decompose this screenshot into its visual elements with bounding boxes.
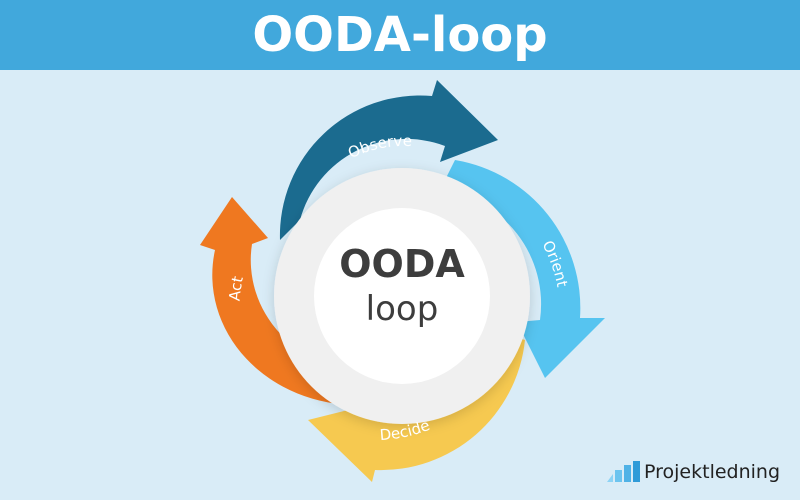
decide-arrow [308, 330, 525, 482]
act-arrow [200, 197, 370, 406]
act-label: Act [226, 275, 247, 302]
orient-arrow [440, 160, 605, 378]
header-bar: OODA-loop [0, 0, 800, 70]
bar-chart-icon [607, 461, 640, 482]
observe-arrow [279, 80, 498, 240]
center-subtitle: loop [365, 289, 439, 329]
brand-name: Projektledning [644, 461, 781, 483]
center-title: OODA [339, 242, 465, 286]
brand-logo: Projektledning [605, 460, 780, 482]
page-title: OODA-loop [252, 7, 548, 63]
inner-core [314, 208, 490, 384]
